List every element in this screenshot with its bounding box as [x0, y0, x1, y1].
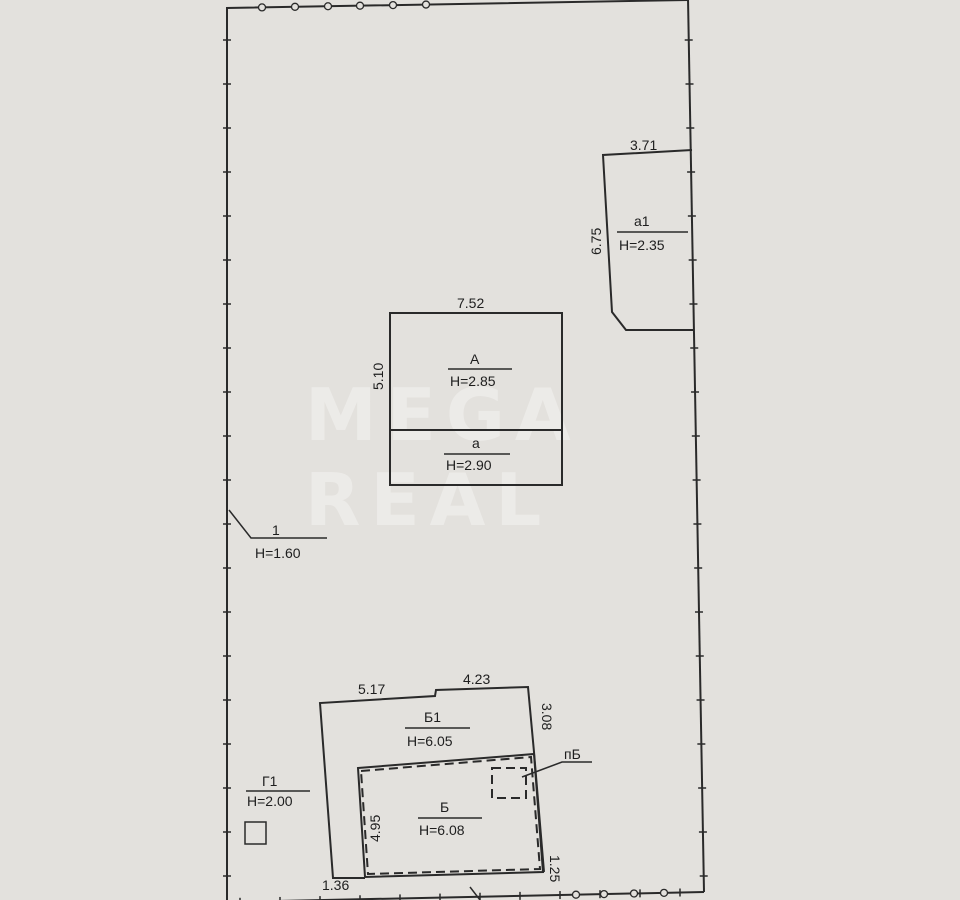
fence-post — [388, 0, 398, 10]
building-B-name: Б — [440, 799, 449, 815]
building-a1-height-label: 6.75 — [588, 228, 604, 255]
building-B1-height-label: 3.08 — [539, 703, 555, 730]
building-A-height-label: 5.10 — [370, 363, 386, 390]
building-B1-outline — [318, 685, 545, 879]
watermark-line1: MEGA — [305, 373, 581, 457]
plot-leader-line — [228, 509, 327, 539]
plot-boundary-right — [687, 0, 705, 893]
building-B-outline — [356, 752, 545, 879]
fence-post — [355, 1, 365, 10]
fence-post — [571, 890, 581, 899]
building-B-h: H=6.08 — [419, 822, 465, 838]
plot-boundary-left-top — [226, 0, 689, 900]
fence-post — [659, 888, 669, 897]
building-a1-name: а1 — [634, 213, 650, 229]
building-a1-outline — [601, 149, 694, 331]
building-B: пБ 5.17 4.23 3.08 Б1 H=6.05 4.95 Б H=6.0… — [318, 671, 592, 900]
building-A-outline — [389, 312, 563, 486]
plot-boundary — [223, 0, 708, 900]
garage-G1-name: Г1 — [262, 773, 278, 789]
building-B-dashed-outline — [359, 755, 542, 876]
building-pB-outline — [491, 767, 527, 799]
building-a-h: H=2.90 — [446, 457, 492, 473]
building-B1-h: H=6.05 — [407, 733, 453, 749]
fence-post — [290, 2, 300, 11]
building-A-h: H=2.85 — [450, 373, 496, 389]
building-a1-width-label: 3.71 — [630, 137, 657, 153]
fence-post — [629, 889, 639, 898]
fence-post — [323, 2, 333, 11]
fence-post — [421, 0, 431, 9]
building-B-height-right: 1.25 — [547, 855, 563, 882]
fence-post — [599, 889, 609, 899]
building-pB-label: пБ — [564, 746, 581, 762]
plot-label: 1 H=1.60 — [228, 509, 327, 561]
building-A: 7.52 5.10 А H=2.85 а H=2.90 — [370, 295, 563, 486]
building-B-height-left: 4.95 — [367, 815, 383, 842]
garage-G1: Г1 H=2.00 — [244, 773, 310, 845]
building-B-bottom-left: 1.36 — [322, 877, 349, 893]
building-B1-width-right: 4.23 — [463, 671, 490, 687]
building-a-name: а — [472, 435, 480, 451]
building-a1: 3.71 6.75 а1 H=2.35 — [588, 137, 694, 331]
watermark-line2: REAL — [305, 458, 551, 542]
building-A-width-label: 7.52 — [457, 295, 484, 311]
plot-name: 1 — [272, 522, 280, 538]
building-pB-leader — [521, 761, 592, 778]
building-A-name: А — [470, 351, 480, 367]
building-B1-width-left: 5.17 — [358, 681, 385, 697]
fence-ticks — [223, 39, 708, 900]
garage-G1-h: H=2.00 — [247, 793, 293, 809]
plot-boundary-bottom — [277, 891, 705, 900]
bottom-tick-mark — [469, 886, 481, 900]
plot-h: H=1.60 — [255, 545, 301, 561]
fence-post — [257, 3, 267, 12]
building-a1-h: H=2.35 — [619, 237, 665, 253]
building-B1-name: Б1 — [424, 709, 441, 725]
fence-posts — [257, 0, 669, 899]
garage-G1-outline — [244, 821, 267, 845]
